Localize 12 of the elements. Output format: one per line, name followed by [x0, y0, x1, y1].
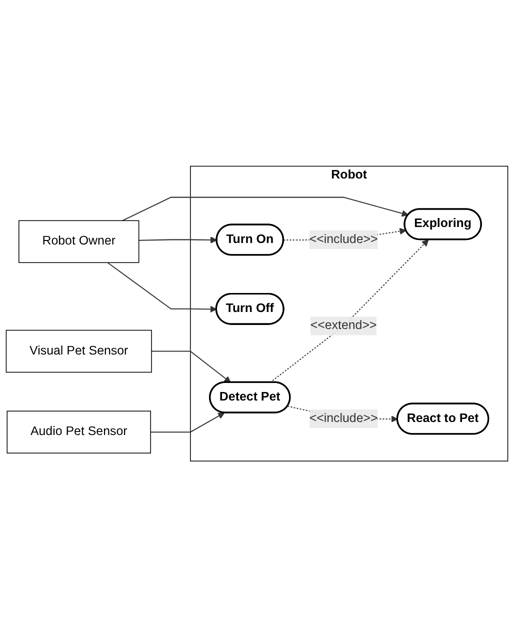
arrow	[138, 236, 218, 244]
arrow	[152, 350, 231, 383]
edge-label: <<include>>	[309, 412, 378, 425]
arrow	[107, 262, 217, 312]
node-box: Audio Pet Sensor	[6, 410, 151, 454]
node-box: Robot Owner	[18, 220, 140, 263]
node-box: Visual Pet Sensor	[6, 330, 152, 372]
edge-label: <<extend>>	[310, 318, 377, 332]
edge-label: <<include>>	[309, 232, 378, 246]
arrow	[122, 196, 408, 221]
arrow	[150, 412, 225, 432]
arrow	[270, 239, 429, 383]
